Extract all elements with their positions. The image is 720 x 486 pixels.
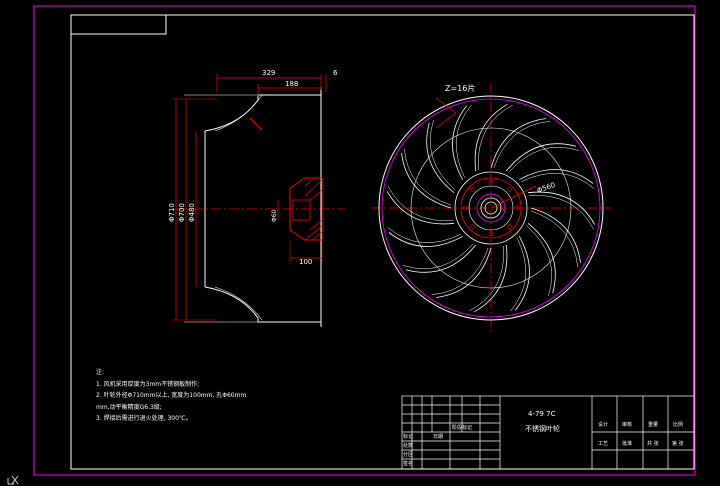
dim-hub-width: 100 <box>299 258 312 266</box>
blade-curve <box>405 244 477 273</box>
tb-left-row-4: 签名 <box>403 461 414 467</box>
blade-curve <box>530 207 581 263</box>
ucs-icon <box>7 475 19 485</box>
blade-curve <box>386 191 455 225</box>
tb-left-row-3: 分区 <box>403 452 414 458</box>
bolt-hole <box>470 187 475 192</box>
title-part-name: 不锈钢叶轮 <box>525 425 560 433</box>
dim-hub-bore: Φ60 <box>271 209 278 222</box>
blade-curve <box>474 103 508 172</box>
blade-curve-inner <box>469 245 505 312</box>
bolt-hole <box>488 231 494 237</box>
title-block <box>401 395 695 470</box>
blade-curve-inner <box>526 225 552 296</box>
technical-notes: 注: 1. 风机采用厚度为3mm不锈钢板制作; 2. 叶轮外径Φ710mm以上,… <box>96 367 246 425</box>
notes-heading: 注: <box>96 369 105 376</box>
blade-curve <box>426 122 455 194</box>
blade-curve-inner <box>530 210 578 268</box>
dim-top-inner: 188 <box>285 80 298 88</box>
tb-left-row-1: 标记 <box>403 434 414 440</box>
tb-right-bottom-2: 批准 <box>622 441 633 447</box>
inner-frame <box>70 14 695 470</box>
blade-curve-inner <box>387 186 454 222</box>
tb-right-bottom-4: 第 张 <box>672 441 684 447</box>
bolt-hole <box>488 179 494 185</box>
blade-curve <box>490 118 546 169</box>
tb-left-row-2: 处数 <box>403 443 414 449</box>
blade-curve <box>527 191 596 225</box>
dim-top-right: 6 <box>333 69 338 77</box>
tb-left-mid: 阶段标记 <box>452 425 473 431</box>
blade-curve <box>505 143 577 172</box>
note-line-1: 1. 风机采用厚度为3mm不锈钢板制作; <box>96 380 200 388</box>
blade-curve-inner <box>431 247 489 295</box>
blade-curve <box>527 222 556 294</box>
blade-curve-inner <box>430 120 456 191</box>
dim-diameter-mid: Φ700 <box>178 203 186 222</box>
blade-curve-inner <box>404 148 452 206</box>
blade-curve-inner <box>403 243 474 269</box>
blade-curve <box>452 105 467 180</box>
dim-diameter-outer: Φ710 <box>168 203 176 222</box>
blade-curve-inner <box>510 238 527 312</box>
note-line-4: 3. 焊接后需进行退火处理, 300℃。 <box>96 415 192 422</box>
bolt-hole <box>470 224 475 229</box>
tb-right-cell-1: 设计 <box>598 422 609 428</box>
bolt-hole <box>514 205 520 211</box>
blade-curve-inner <box>477 104 513 171</box>
blade-curve-inner <box>528 194 595 230</box>
blade-curve-inner <box>521 172 595 189</box>
tb-right-bottom-3: 共 张 <box>647 441 659 447</box>
blade-curve <box>519 169 594 184</box>
tb-right-cell-2: 审核 <box>622 422 633 428</box>
tb-right-cell-3: 重量 <box>648 422 659 428</box>
side-view <box>172 74 345 327</box>
blade-curve-inner <box>508 147 579 173</box>
dim-diameter-inner: Φ480 <box>188 203 196 222</box>
outer-frame <box>33 5 696 476</box>
bolt-hole <box>462 205 468 211</box>
note-line-2: 2. 叶轮外径Φ710mm以上, 宽度为100mm, 孔Φ60mm <box>96 392 247 399</box>
dim-top-overall: 329 <box>262 69 275 77</box>
blade-curve <box>388 232 463 247</box>
blade-count-label: Z=16片 <box>445 83 475 93</box>
tb-right-bottom-1: 工艺 <box>598 441 609 447</box>
note-line-3: mm,动平衡精度G6.3级; <box>96 403 162 411</box>
code-box <box>70 14 167 35</box>
bolt-hole <box>507 187 512 192</box>
blade-curve-inner <box>455 104 472 178</box>
title-model: 4-79 7C <box>528 410 556 418</box>
tb-left-row-5: 日期 <box>433 434 444 440</box>
blade-curve <box>436 247 492 298</box>
blade-curve <box>474 244 508 313</box>
tb-right-cell-4: 比例 <box>673 422 684 428</box>
blade-curve-inner <box>493 121 551 169</box>
front-view <box>371 83 611 333</box>
blade-curve <box>515 236 530 311</box>
blade-curve-inner <box>387 227 461 244</box>
bolt-hole <box>507 224 512 229</box>
blade-curve <box>401 153 452 209</box>
